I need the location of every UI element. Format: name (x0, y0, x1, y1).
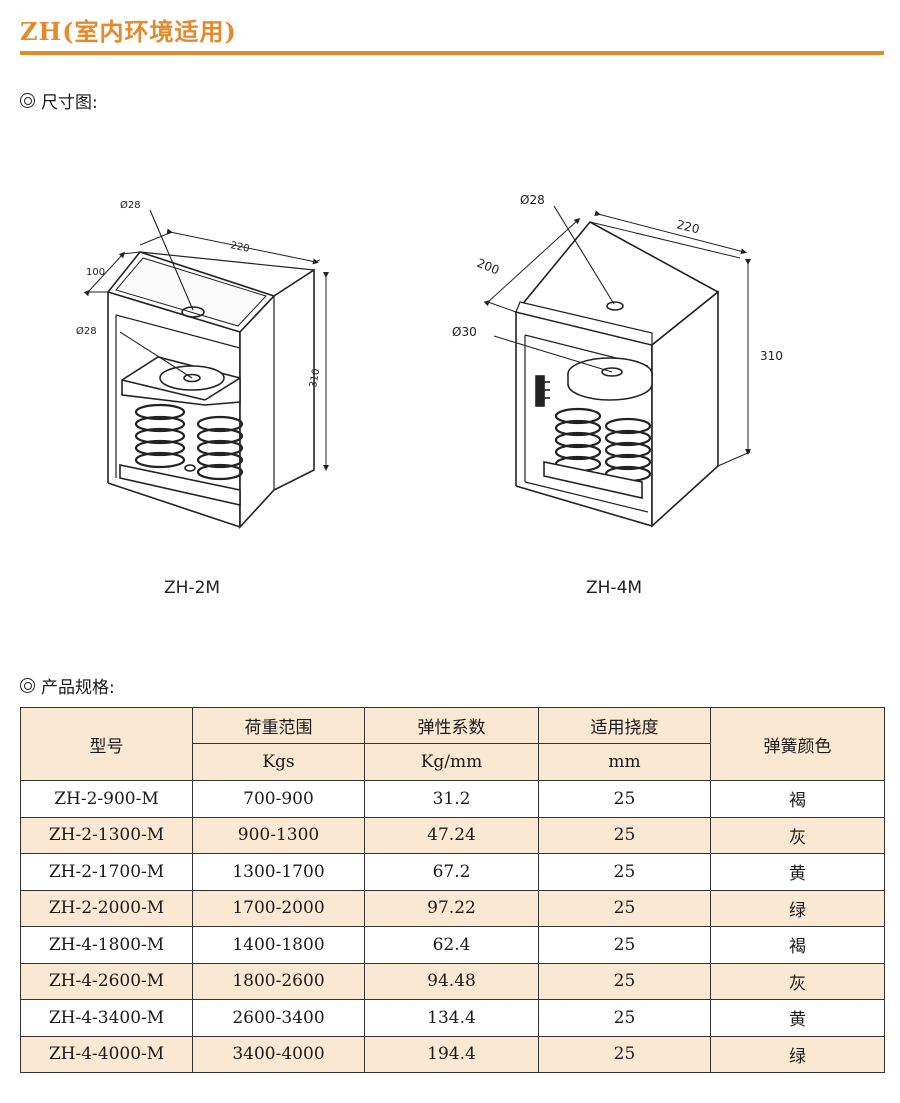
model-label-left: ZH-2M (164, 578, 221, 598)
cell-stiffness: 67.2 (364, 853, 539, 891)
header-load-unit: Kgs (192, 743, 365, 781)
cell-stiffness: 194.4 (364, 1035, 539, 1073)
header-model: 型号 (20, 707, 193, 781)
spec-table: 型号 荷重范围 弹性系数 适用挠度 弹簧颜色 Kgs Kg/mm mm ZH-2… (20, 707, 885, 1073)
double-circle-icon (20, 93, 35, 108)
cell-model: ZH-4-3400-M (20, 999, 193, 1037)
cell-deflection: 25 (538, 816, 711, 854)
cell-color: 黄 (710, 999, 885, 1037)
cell-load: 900-1300 (192, 816, 365, 854)
drawing-zh-4m (483, 205, 751, 528)
cell-deflection: 25 (538, 926, 711, 964)
header-color: 弹簧颜色 (710, 707, 885, 781)
left-dim-width: 220 (229, 240, 250, 255)
cell-color: 褐 (710, 926, 885, 964)
cell-deflection: 25 (538, 889, 711, 927)
left-dim-top-hole: Ø28 (120, 199, 141, 211)
header-stiffness: 弹性系数 (364, 707, 539, 744)
right-dim-depth: 200 (475, 256, 501, 278)
section-specs-heading: 产品规格: (20, 673, 115, 698)
left-dim-height: 310 (308, 368, 322, 389)
cell-stiffness: 31.2 (364, 780, 539, 818)
cell-model: ZH-2-2000-M (20, 889, 193, 927)
cell-stiffness: 134.4 (364, 999, 539, 1037)
model-label-right: ZH-4M (586, 578, 643, 598)
cell-load: 1700-2000 (192, 889, 365, 927)
cell-load: 1300-1700 (192, 853, 365, 891)
right-dim-plate-hole: Ø30 (452, 325, 477, 339)
cell-deflection: 25 (538, 962, 711, 1000)
cell-color: 灰 (710, 962, 885, 1000)
cell-color: 褐 (710, 780, 885, 818)
cell-model: ZH-4-2600-M (20, 962, 193, 1000)
cell-stiffness: 94.48 (364, 962, 539, 1000)
drawing-zh-2m (83, 209, 329, 530)
cell-stiffness: 62.4 (364, 926, 539, 964)
cell-stiffness: 97.22 (364, 889, 539, 927)
cell-load: 1800-2600 (192, 962, 365, 1000)
header-deflection: 适用挠度 (538, 707, 711, 744)
cell-load: 1400-1800 (192, 926, 365, 964)
cell-deflection: 25 (538, 780, 711, 818)
section-dimensions-label: 尺寸图: (41, 93, 98, 113)
cell-color: 绿 (710, 889, 885, 927)
cell-model: ZH-2-900-M (20, 780, 193, 818)
cell-color: 灰 (710, 816, 885, 854)
cell-deflection: 25 (538, 853, 711, 891)
title-divider (20, 51, 884, 55)
cell-deflection: 25 (538, 999, 711, 1037)
cell-deflection: 25 (538, 1035, 711, 1073)
header-deflection-unit: mm (538, 743, 711, 781)
section-specs-label: 产品规格: (41, 678, 115, 698)
cell-model: ZH-2-1700-M (20, 853, 193, 891)
cell-stiffness: 47.24 (364, 816, 539, 854)
dimension-drawings: Ø28 Ø28 220 100 310 (76, 193, 783, 530)
right-dim-width: 220 (675, 217, 701, 236)
double-circle-icon (20, 678, 35, 693)
cell-load: 2600-3400 (192, 999, 365, 1037)
left-dim-depth: 100 (86, 267, 105, 278)
page-title: ZH(室内环境适用) (20, 17, 237, 46)
cell-color: 黄 (710, 853, 885, 891)
cell-load: 3400-4000 (192, 1035, 365, 1073)
left-dim-plate-hole: Ø28 (76, 325, 97, 337)
header-stiffness-unit: Kg/mm (364, 743, 539, 781)
cell-color: 绿 (710, 1035, 885, 1073)
section-dimensions-heading: 尺寸图: (20, 88, 98, 113)
cell-model: ZH-4-4000-M (20, 1035, 193, 1073)
right-dim-height: 310 (760, 349, 783, 363)
right-dim-top-hole: Ø28 (520, 193, 545, 207)
header-load: 荷重范围 (192, 707, 365, 744)
cell-model: ZH-4-1800-M (20, 926, 193, 964)
cell-load: 700-900 (192, 780, 365, 818)
cell-model: ZH-2-1300-M (20, 816, 193, 854)
